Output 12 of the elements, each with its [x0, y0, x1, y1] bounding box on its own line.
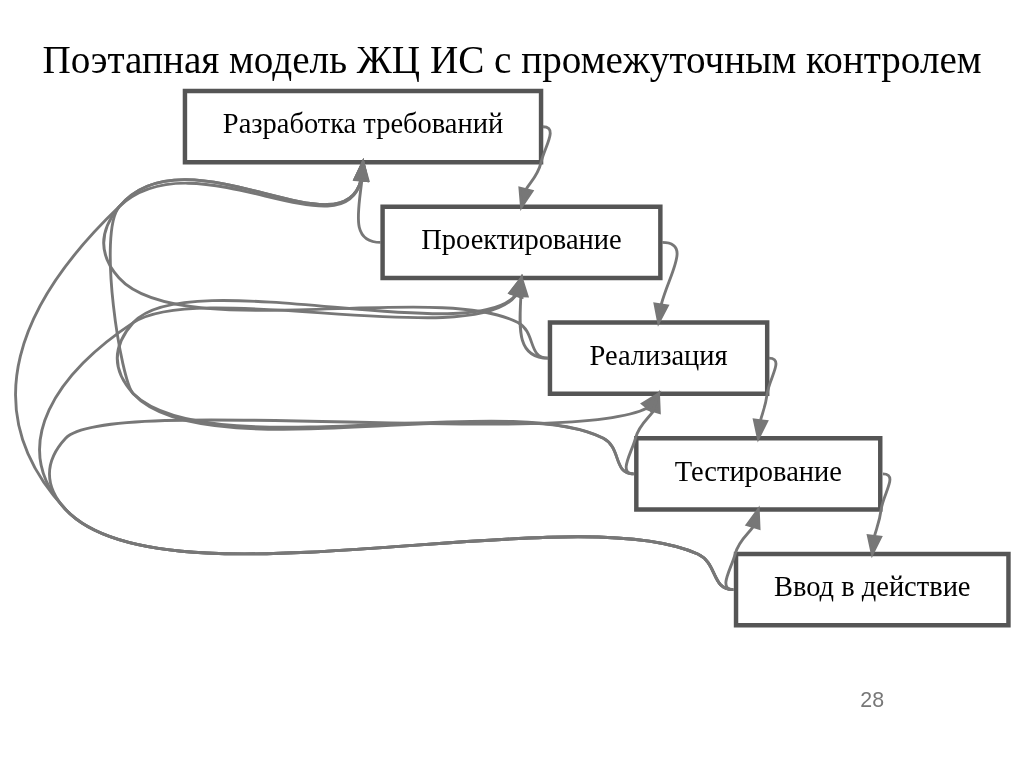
label: 28	[860, 687, 885, 712]
arrow	[653, 240, 679, 327]
node-box: Разработка требований	[182, 88, 544, 165]
diagram-title: Поэтапная модель ЖЦ ИС с промежуточным контролем	[42, 37, 982, 81]
arrow	[724, 504, 761, 591]
node-box: Тестирование	[634, 435, 883, 512]
node-box: Реализация	[547, 319, 770, 396]
arrow	[752, 356, 778, 443]
node-box: Проектирование	[380, 204, 663, 280]
arrow	[518, 124, 552, 211]
arrow	[866, 472, 892, 558]
node-box: Ввод в действие	[733, 551, 1011, 627]
